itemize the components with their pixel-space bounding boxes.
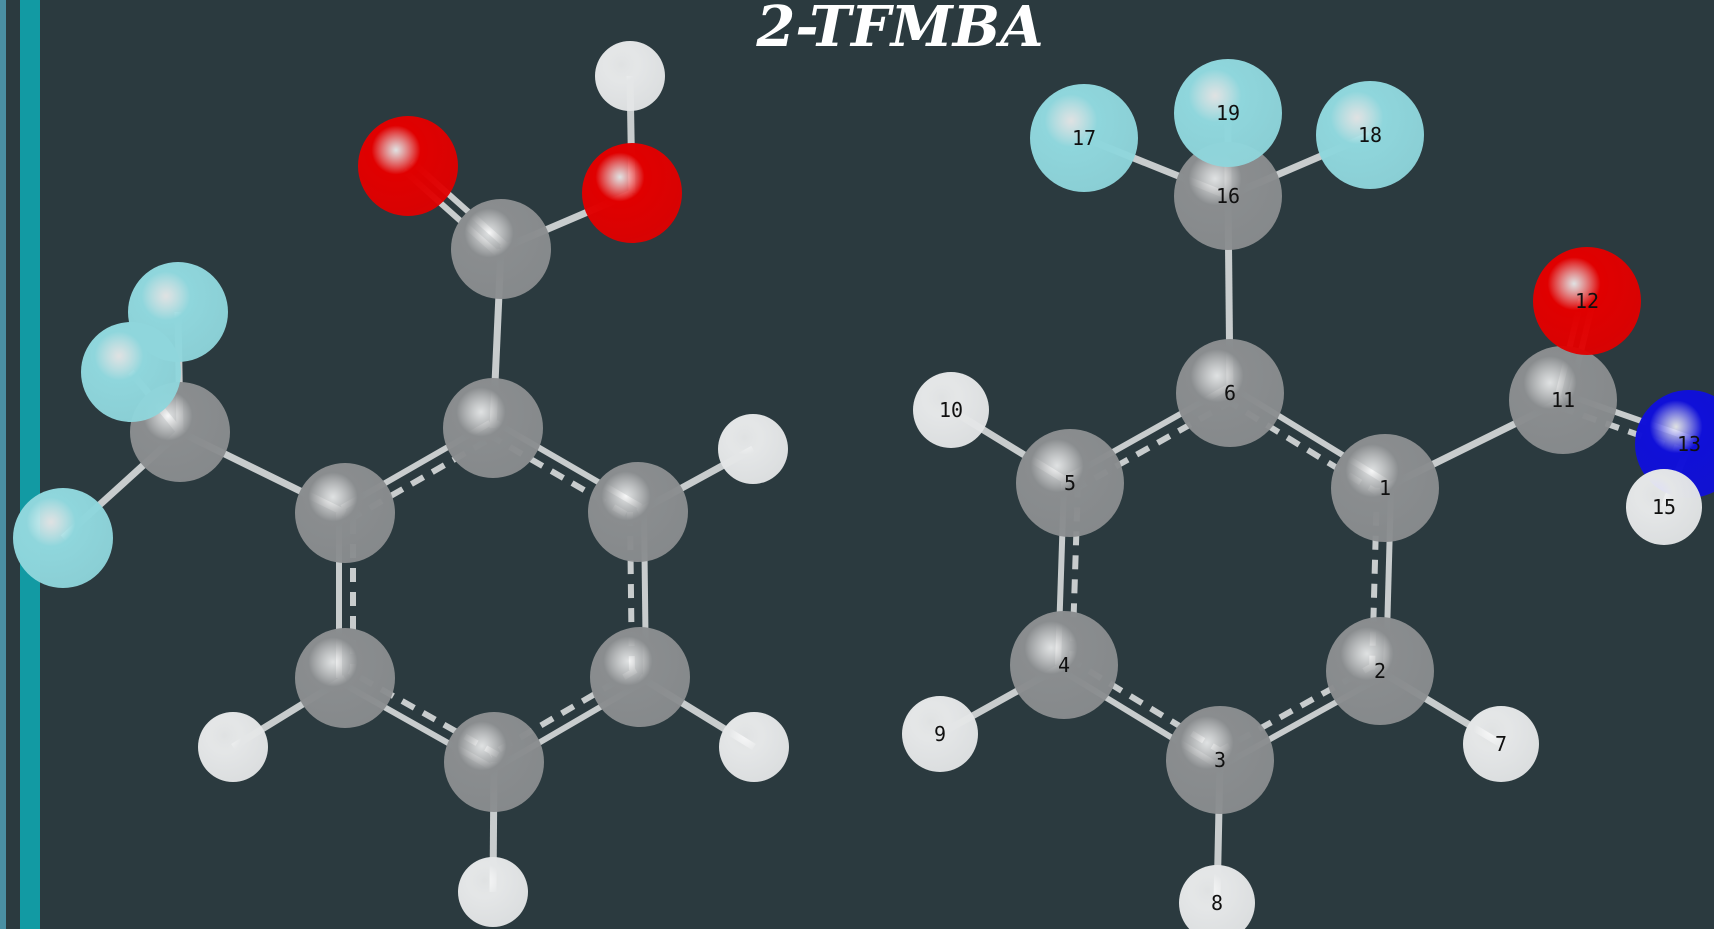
hydrogen-atom bbox=[1179, 865, 1255, 929]
atom-label: 1 bbox=[1379, 476, 1391, 500]
fluorine-atom bbox=[81, 322, 181, 422]
fluorine-atom bbox=[1174, 59, 1282, 167]
atom-label: 10 bbox=[939, 398, 963, 422]
atom-label: 8 bbox=[1211, 891, 1223, 915]
hydrogen-atom bbox=[719, 712, 789, 782]
hydrogen-atom bbox=[913, 372, 989, 448]
oxygen-atom bbox=[582, 143, 682, 243]
page-title: 2-TFMBA bbox=[756, 0, 1044, 60]
carbon-atom bbox=[1509, 346, 1617, 454]
carbon-atom bbox=[1016, 429, 1124, 537]
left-molecule bbox=[13, 41, 789, 927]
window-edge-accent bbox=[20, 0, 40, 929]
carbon-atom bbox=[1326, 617, 1434, 725]
atom-label: 16 bbox=[1216, 184, 1240, 208]
carbon-atom bbox=[295, 628, 395, 728]
atom-label: 5 bbox=[1064, 471, 1076, 495]
window-edge-strip bbox=[0, 0, 6, 929]
oxygen-atom bbox=[1533, 247, 1641, 355]
carbon-atom bbox=[444, 712, 544, 812]
atom-label: 13 bbox=[1677, 432, 1701, 456]
carbon-atom bbox=[1331, 434, 1439, 542]
atom-label: 12 bbox=[1575, 289, 1599, 313]
atom-label: 17 bbox=[1072, 126, 1096, 150]
carbon-atom bbox=[588, 462, 688, 562]
oxygen-atom bbox=[358, 116, 458, 216]
hydrogen-atom bbox=[902, 696, 978, 772]
atom-label: 18 bbox=[1358, 123, 1382, 147]
atom-label: 19 bbox=[1216, 101, 1240, 125]
fluorine-atom bbox=[13, 488, 113, 588]
carbon-atom bbox=[451, 199, 551, 299]
hydrogen-atom bbox=[718, 414, 788, 484]
atom-label: 9 bbox=[934, 722, 946, 746]
fluorine-atom bbox=[1030, 84, 1138, 192]
atom-label: 6 bbox=[1224, 381, 1236, 405]
carbon-atom bbox=[1166, 706, 1274, 814]
atom-label: 11 bbox=[1551, 388, 1575, 412]
carbon-atom bbox=[590, 627, 690, 727]
carbon-atom bbox=[295, 463, 395, 563]
atom-label: 15 bbox=[1652, 495, 1676, 519]
atom-label: 7 bbox=[1495, 732, 1507, 756]
carbon-atom bbox=[443, 378, 543, 478]
atom-label: 2 bbox=[1374, 659, 1386, 683]
hydrogen-atom bbox=[1463, 706, 1539, 782]
hydrogen-atom bbox=[595, 41, 665, 111]
hydrogen-atom bbox=[458, 857, 528, 927]
atom-label: 3 bbox=[1214, 748, 1226, 772]
hydrogen-atom bbox=[198, 712, 268, 782]
hydrogen-atom bbox=[1626, 469, 1702, 545]
carbon-atom bbox=[1176, 339, 1284, 447]
fluorine-atom bbox=[1316, 81, 1424, 189]
carbon-atom bbox=[1174, 142, 1282, 250]
atom-label: 4 bbox=[1058, 653, 1070, 677]
carbon-atom bbox=[1010, 611, 1118, 719]
